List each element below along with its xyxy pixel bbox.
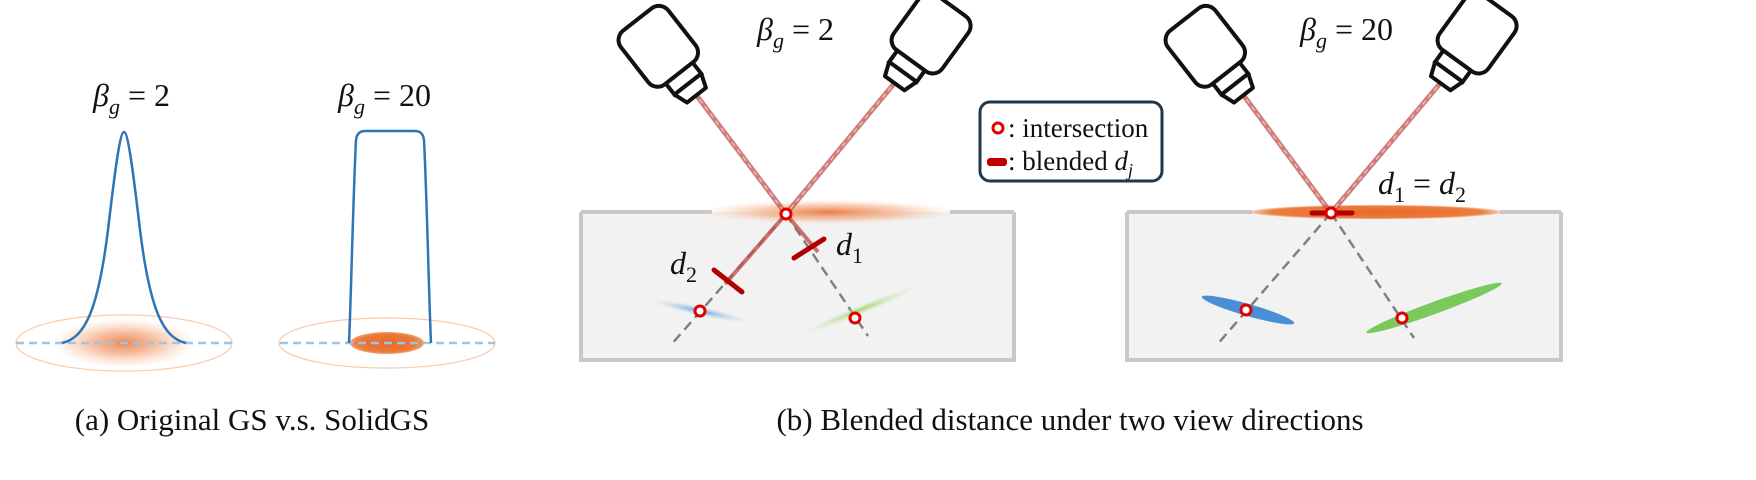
surface-gaussian-left [704,200,954,224]
label-d2: d2 [670,245,697,287]
legend: : intersection : blended dj [978,100,1164,183]
panel-a-beta-right-label: βg= 20 [337,77,431,119]
camera-icon [1163,3,1255,105]
panel-a-beta-left-label: βg= 2 [92,77,170,119]
camera-icon [882,0,973,93]
label-d1-equals-d2: d1 = d2 [1378,165,1466,207]
panel-b-right: d1 = d2 βg= 20 [1125,0,1563,362]
scene-box-left [579,212,1016,362]
panel-b-left-beta-label: βg= 2 [756,11,834,53]
blended-distance-d1-marker [791,236,827,261]
caption-a: (a) Original GS v.s. SolidGS [75,402,430,437]
legend-intersection-label: : intersection [1008,113,1149,143]
intersection-marker [693,304,707,318]
blended-distance-d2-marker [711,267,745,295]
camera-icon [616,3,708,105]
intersection-marker [1324,206,1338,220]
panel-a: βg= 2 βg= 20 (a) Original GS v.s. SolidG… [15,77,496,437]
legend-blended-label: : blended dj [1008,146,1133,180]
panel-b-left: d2 d1 βg= 2 [579,0,1016,362]
legend-intersection-icon [991,121,1005,135]
intersection-marker [779,207,793,221]
flat-top-curve-beta-20 [347,129,433,344]
ray-extension-right-2 [1329,212,1416,339]
caption-b: (b) Blended distance under two view dire… [776,402,1363,437]
intersection-marker [848,311,862,325]
legend-box [978,100,1164,183]
legend-blended-icon [987,158,1007,166]
green-gaussian-left [802,286,918,334]
label-d1: d1 [836,226,863,268]
ray-extension-right-1 [1215,212,1332,347]
camera-icon [1428,0,1519,93]
intersection-marker [1395,311,1409,325]
surface-gaussian-right [1251,205,1501,219]
panel-b-right-beta-label: βg= 20 [1299,11,1393,53]
gaussian-curve-beta-2 [61,130,187,345]
intersection-marker [1239,303,1253,317]
ray-extension-left-2 [784,213,870,337]
